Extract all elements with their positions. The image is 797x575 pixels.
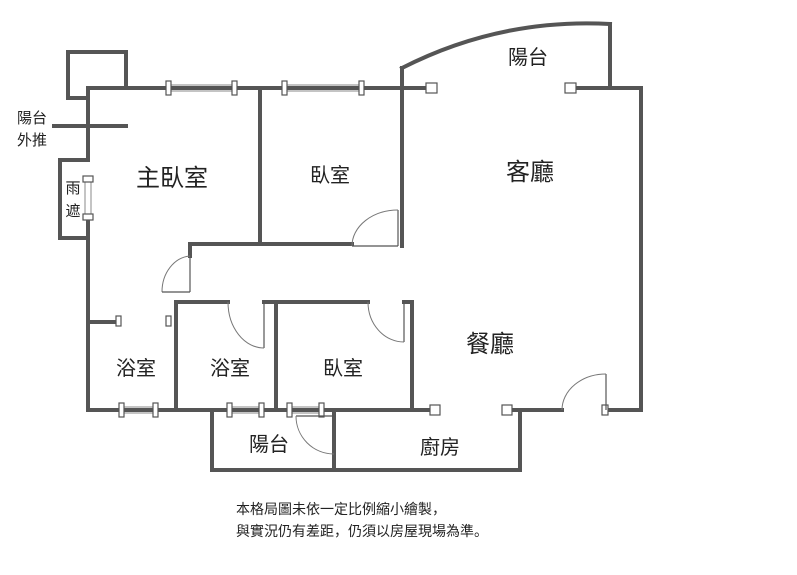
room-label-awning-line2: 遮 bbox=[65, 202, 80, 220]
windows bbox=[84, 84, 362, 414]
disclaimer-line2: 與實況仍有差距，仍須以房屋現場為準。 bbox=[236, 524, 488, 540]
room-label-bedroom-south: 臥室 bbox=[323, 356, 363, 380]
room-label-awning-line1: 雨 bbox=[65, 179, 80, 197]
room-label-living-room: 客廳 bbox=[506, 158, 554, 186]
room-label-balcony-push-line2: 外推 bbox=[17, 131, 47, 149]
disclaimer-line1: 本格局圖未依一定比例縮小繪製， bbox=[236, 502, 446, 518]
balcony-north-outline bbox=[399, 21, 613, 248]
room-label-balcony-push-line1: 陽台 bbox=[17, 109, 47, 127]
interior-walls bbox=[86, 86, 522, 472]
room-label-kitchen: 廚房 bbox=[420, 435, 460, 459]
room-label-balcony-north: 陽台 bbox=[508, 45, 548, 69]
room-label-dining-room: 餐廳 bbox=[466, 330, 514, 358]
room-label-master-bedroom: 主臥室 bbox=[136, 164, 208, 192]
room-label-bathroom-west: 浴室 bbox=[116, 356, 156, 380]
room-label-bedroom-north: 臥室 bbox=[310, 163, 350, 187]
doors bbox=[161, 209, 607, 455]
room-label-bathroom-middle: 浴室 bbox=[210, 356, 250, 380]
room-label-balcony-south: 陽台 bbox=[249, 432, 289, 456]
jambs bbox=[82, 80, 609, 418]
exterior-walls bbox=[52, 50, 643, 412]
